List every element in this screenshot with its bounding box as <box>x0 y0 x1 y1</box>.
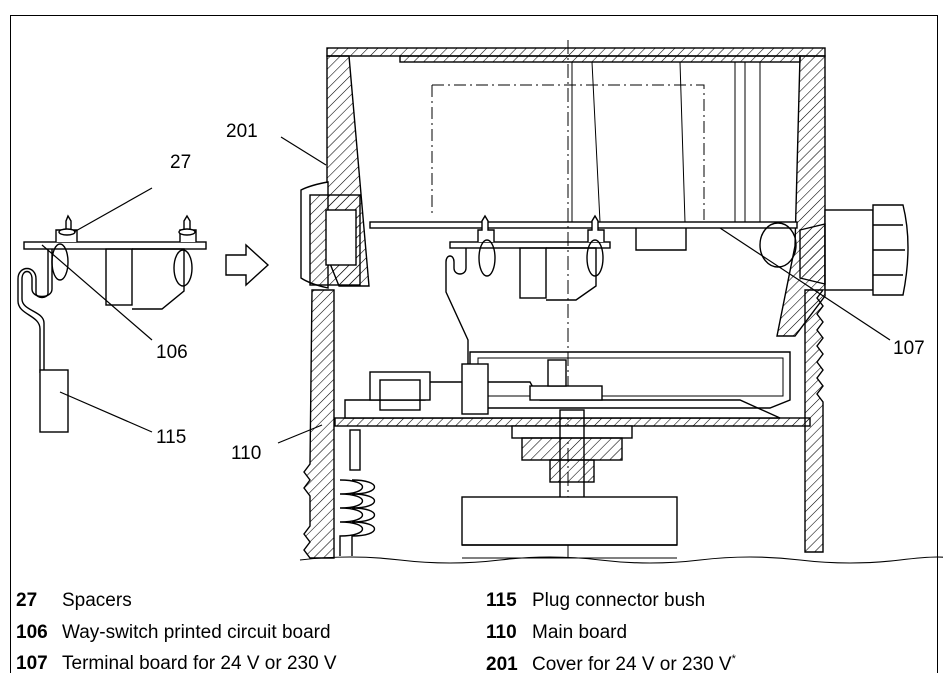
legend-text: Spacers <box>62 590 132 611</box>
main-assembly <box>299 40 943 564</box>
legend-text: Main board <box>532 622 628 643</box>
legend-text: Terminal board for 24 V or 230 V <box>62 653 337 674</box>
plug-connector-bush <box>39 369 69 433</box>
legend-item-201: 201 Cover for 24 V or 230 V* <box>486 653 736 675</box>
callout-115: 115 <box>156 427 187 448</box>
callout-27: 27 <box>170 152 192 173</box>
legend-number: 115 <box>486 590 517 611</box>
leader-lines <box>41 136 891 444</box>
board-detail <box>17 214 207 433</box>
legend-text: Plug connector bush <box>532 590 706 611</box>
callout-201: 201 <box>226 121 258 142</box>
actuator-block <box>461 496 678 546</box>
legend-item-106: 106 Way-switch printed circuit board <box>16 623 331 642</box>
terminal-board <box>369 221 798 229</box>
main-board <box>334 417 811 427</box>
legend-item-110: 110 Main board <box>486 623 627 642</box>
spring-coil <box>339 479 375 556</box>
cover-top <box>326 47 826 57</box>
housing-right-wall <box>804 289 825 553</box>
legend-item-27: 27 Spacers <box>16 591 132 610</box>
legend-number: 107 <box>16 653 48 674</box>
callout-110: 110 <box>231 443 262 464</box>
callout-107: 107 <box>893 338 925 359</box>
legend-text: Cover for 24 V or 230 V <box>532 654 732 675</box>
way-switch-board <box>23 241 207 250</box>
footnote-mark: * <box>731 653 736 665</box>
technical-drawing <box>17 40 943 564</box>
legend-text: Way-switch printed circuit board <box>62 622 331 643</box>
cable-gland <box>824 209 874 291</box>
figure-frame <box>10 15 938 673</box>
legend-number: 106 <box>16 622 48 643</box>
arrow-icon <box>225 243 270 287</box>
legend-number: 27 <box>16 590 38 611</box>
legend-item-107: 107 Terminal board for 24 V or 230 V <box>16 654 337 673</box>
cable <box>21 249 53 373</box>
callout-106: 106 <box>156 342 188 363</box>
legend-item-115: 115 Plug connector bush <box>486 591 705 610</box>
legend-number: 110 <box>486 622 517 643</box>
legend-number: 201 <box>486 654 518 675</box>
housing-left-wall <box>303 289 335 559</box>
